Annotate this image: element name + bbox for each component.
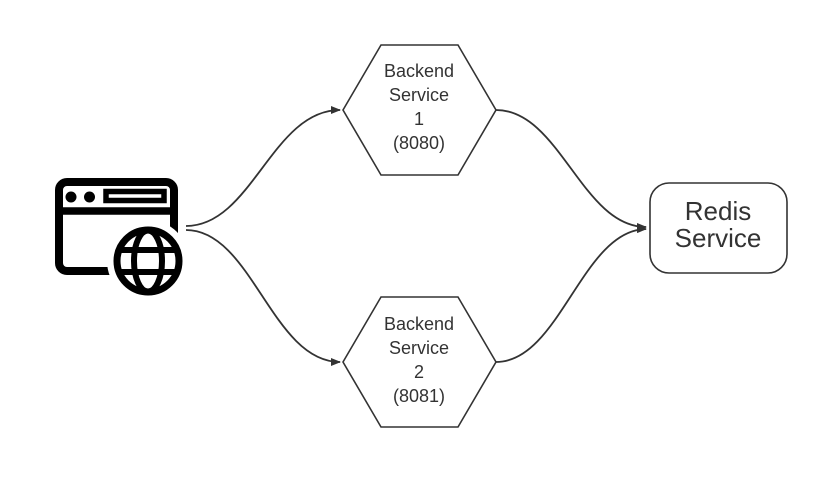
edge-client-to-backend1 [185, 106, 341, 227]
label-line: Backend [383, 314, 455, 334]
label-line: 1 [413, 109, 424, 129]
web-browser-icon [55, 178, 189, 302]
label-line: Backend [383, 61, 455, 81]
label-line: (8080) [392, 133, 446, 153]
backend-service-1-label: Backend Service 1 (8080) [384, 59, 454, 155]
browser-dot-icon [84, 191, 95, 203]
backend-service-2-node [342, 296, 497, 428]
redis-service-label: Redis Service [675, 198, 762, 252]
backend-service-2-label: Backend Service 2 (8081) [384, 312, 454, 408]
browser-address-bar [103, 188, 167, 204]
backend-service-1-node [342, 44, 497, 176]
label-line: Redis [684, 196, 752, 226]
edge-backend2-to-redis [495, 225, 647, 363]
label-line: Service [388, 338, 450, 358]
label-line: 2 [413, 362, 424, 382]
edge-backend1-to-redis [495, 109, 647, 231]
globe-meridian [131, 227, 165, 295]
edge-client-to-backend2 [185, 229, 341, 366]
browser-dot-icon [65, 191, 77, 203]
redis-service-node [649, 182, 788, 274]
label-line: Service [388, 85, 450, 105]
label-line: (8081) [392, 386, 446, 406]
label-line: Service [674, 223, 762, 253]
